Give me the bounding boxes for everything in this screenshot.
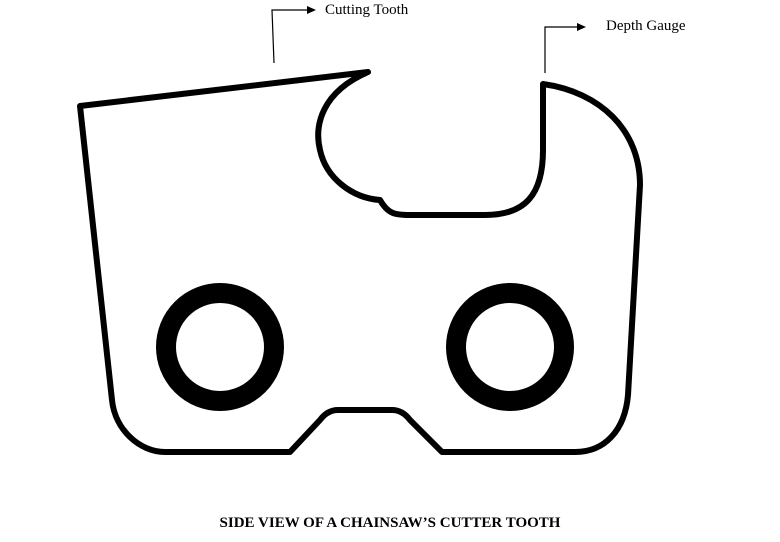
left-rivet-hole bbox=[156, 283, 284, 411]
cutting-tooth-arrowhead bbox=[307, 6, 316, 14]
depth-gauge-label: Depth Gauge bbox=[606, 18, 686, 34]
right-rivet-hole bbox=[446, 283, 574, 411]
cutting-tooth-leader-line bbox=[271, 9, 308, 64]
diagram-caption: SIDE VIEW OF A CHAINSAW’S CUTTER TOOTH bbox=[219, 515, 561, 531]
depth-gauge-leader-line bbox=[544, 26, 578, 73]
depth-gauge-arrowhead bbox=[577, 23, 586, 31]
cutting-tooth-label: Cutting Tooth bbox=[325, 2, 409, 18]
cutter-tooth-outline bbox=[77, 69, 643, 455]
